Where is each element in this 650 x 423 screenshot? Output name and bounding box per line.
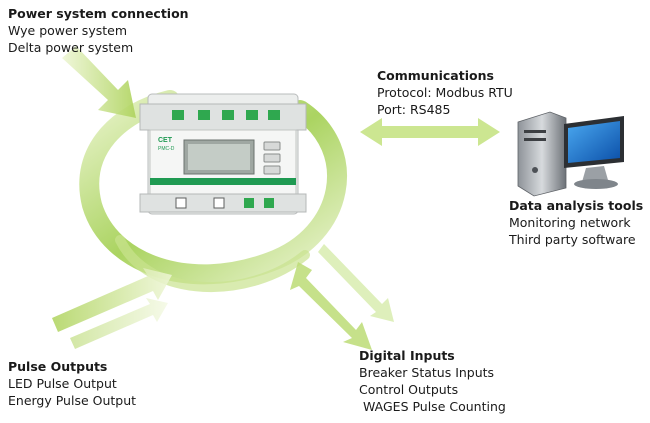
data-analysis-section: Data analysis tools Monitoring network T… (509, 197, 643, 248)
data-analysis-title: Data analysis tools (509, 198, 644, 213)
data-analysis-line-2: Third party software (509, 232, 636, 247)
arrow-digital-inputs (290, 244, 394, 350)
arrow-power-to-meter (62, 46, 136, 118)
communications-section: Communications Protocol: Modbus RTU Port… (377, 67, 513, 118)
communications-port: Port: RS485 (377, 102, 451, 117)
meter-model-label: PMC-D (158, 146, 175, 152)
computer-workstation (517, 111, 624, 197)
pulse-outputs-line-1: LED Pulse Output (8, 376, 117, 391)
digital-inputs-title: Digital Inputs (359, 348, 455, 363)
digital-inputs-line-1: Breaker Status Inputs (359, 365, 495, 380)
meter-brand-label: CET (158, 137, 173, 144)
top-terminal-block (172, 110, 280, 120)
arrow-communications-bidirectional (360, 118, 500, 146)
swirl-graphic (79, 90, 347, 292)
power-system-title: Power system connection (8, 6, 189, 21)
pulse-outputs-title: Pulse Outputs (8, 359, 108, 374)
digital-inputs-line-2: Control Outputs (359, 382, 459, 397)
power-system-line-1: Wye power system (8, 23, 128, 38)
power-system-section: Power system connection Wye power system… (8, 5, 189, 56)
digital-inputs-line-3: WAGES Pulse Counting (359, 399, 506, 414)
pulse-outputs-section: Pulse Outputs LED Pulse Output Energy Pu… (8, 358, 136, 409)
energy-meter-device: CET PMC-D (139, 93, 307, 215)
communications-title: Communications (377, 68, 494, 83)
pulse-outputs-line-2: Energy Pulse Output (8, 393, 137, 408)
power-system-line-2: Delta power system (8, 40, 134, 55)
arrow-pulse-outputs (52, 268, 172, 349)
communications-protocol: Protocol: Modbus RTU (377, 85, 513, 100)
data-analysis-line-1: Monitoring network (509, 215, 631, 230)
digital-inputs-section: Digital Inputs Breaker Status Inputs Con… (359, 347, 506, 415)
